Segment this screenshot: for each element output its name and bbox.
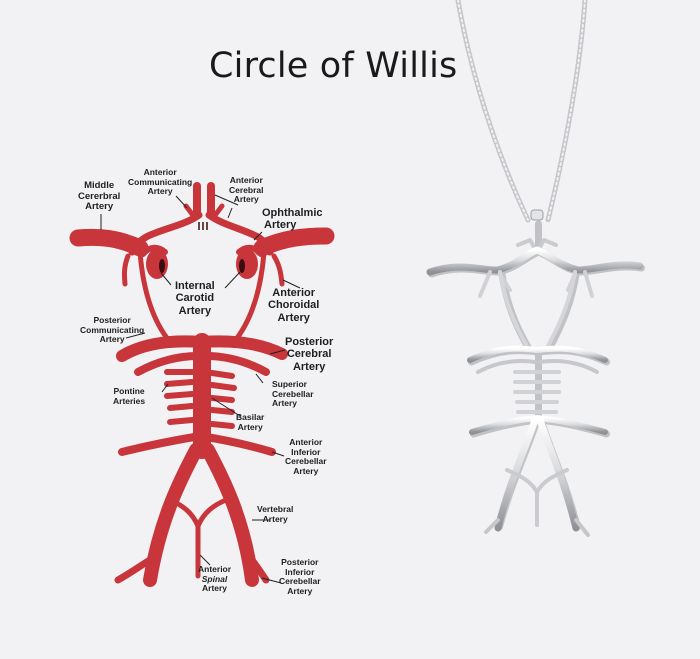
label-anterior-spinal-artery: Anterior Spinal Artery <box>198 564 232 594</box>
label-posterior-inferior-cerebellar-artery: Posterior Inferior Cerebellar Artery <box>279 557 321 596</box>
necklace-chain <box>455 0 588 223</box>
label-anterior-communicating-artery: Anterior Communicating Artery <box>128 167 193 197</box>
page-title: Circle of Willis <box>209 46 458 86</box>
label-ophthalmic-artery: Ophthalmic Artery <box>262 207 323 232</box>
label-internal-carotid-artery: Internal Carotid Artery <box>175 280 215 317</box>
label-anterior-inferior-cerebellar-artery: Anterior Inferior Cerebellar Artery <box>285 437 327 476</box>
arteries <box>69 182 335 587</box>
label-pontine-arteries: Pontine Arteries <box>113 386 146 406</box>
label-posterior-cerebral-artery: Posterior Cerebral Artery <box>285 336 334 373</box>
pendant <box>426 209 645 537</box>
leader-lines <box>100 194 301 584</box>
label-anterior-cerebral-artery: Anterior Cerebral Artery <box>229 175 264 205</box>
label-vertebral-artery: Vertebral Artery <box>257 504 294 524</box>
label-posterior-communicating-artery: Posterior Communicating Artery <box>80 315 145 345</box>
label-superior-cerebellar-artery: Superior Cerebellar Artery <box>272 379 314 409</box>
label-basilar-artery: Basilar Artery <box>236 412 265 432</box>
label-middle-cerebral-artery: Middle Cererbral Artery <box>78 180 121 213</box>
label-anterior-choroidal-artery: Anterior Choroidal Artery <box>268 287 320 324</box>
